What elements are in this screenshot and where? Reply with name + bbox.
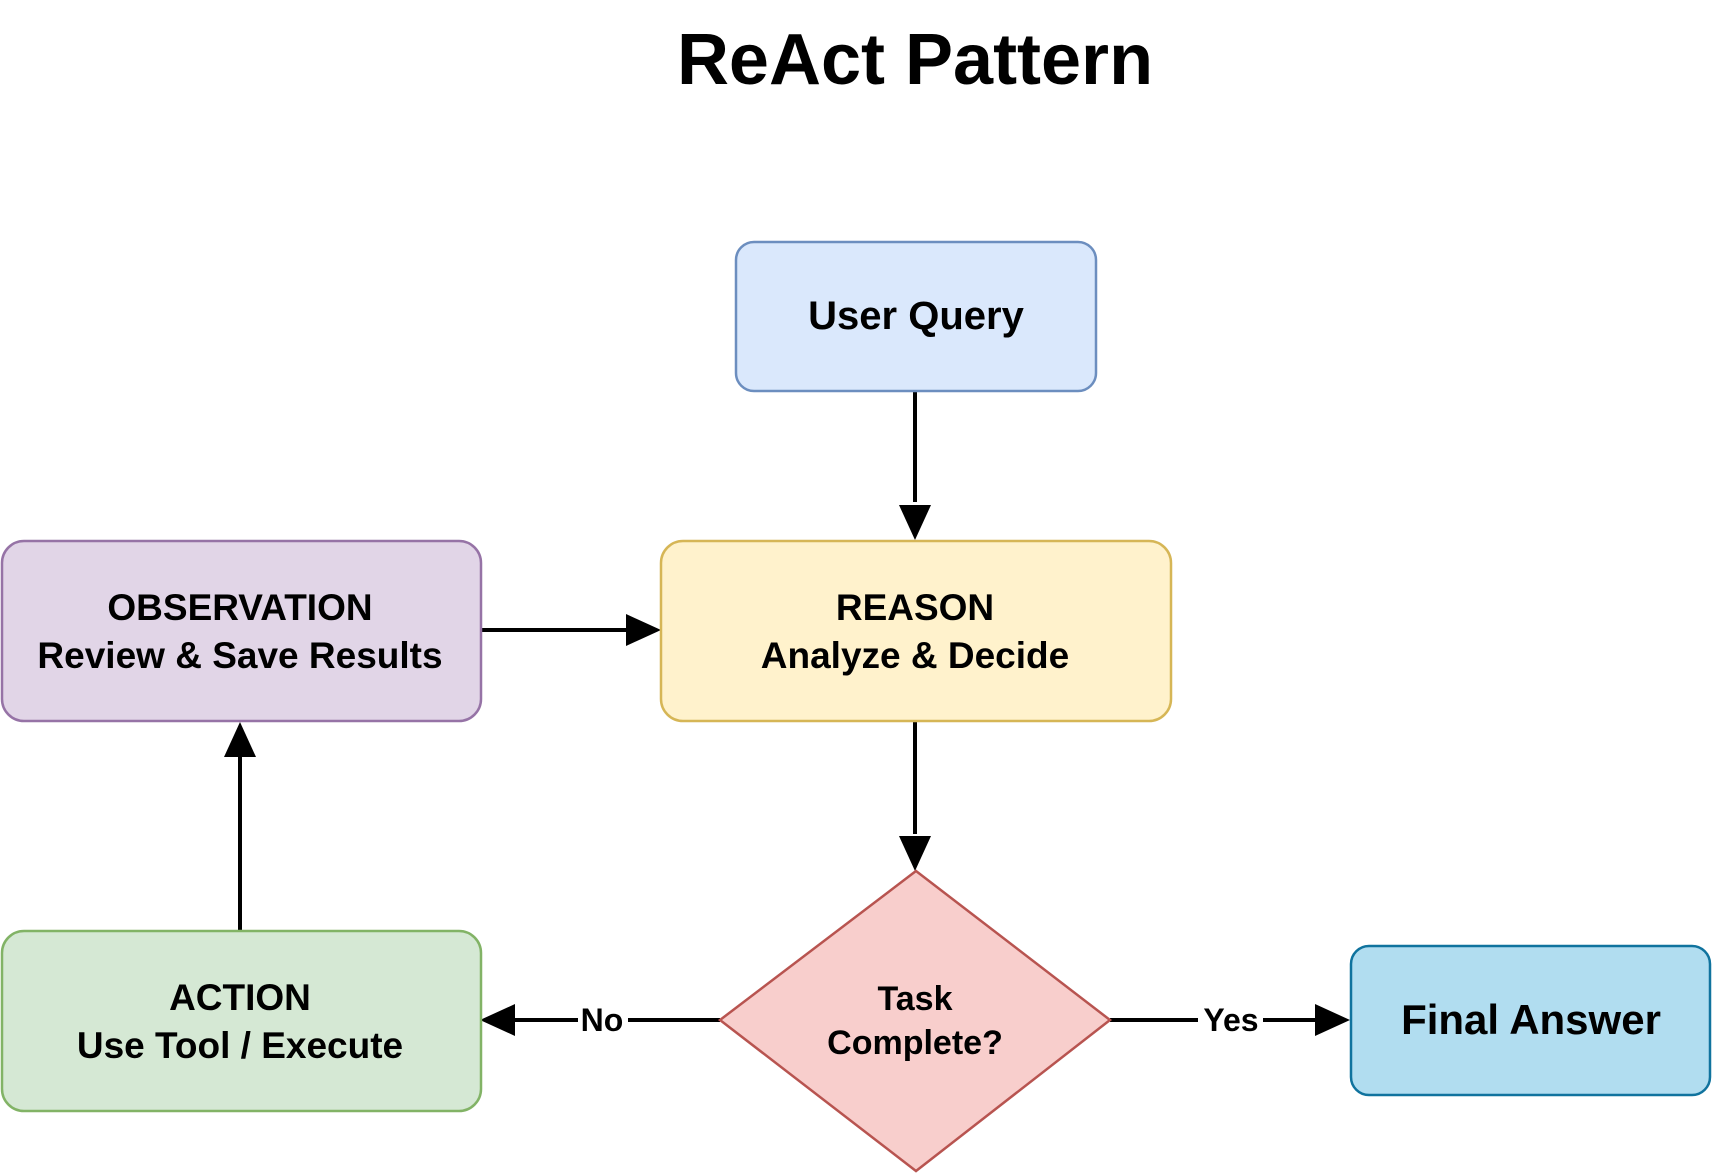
- node-reason: REASON Analyze & Decide: [659, 539, 1173, 723]
- node-observation: OBSERVATION Review & Save Results: [0, 539, 483, 723]
- decision-diamond: [717, 869, 1113, 1173]
- arrowhead-decision-to-final: [1315, 1004, 1350, 1036]
- observation-heading: OBSERVATION: [107, 587, 372, 628]
- reason-subtitle: Analyze & Decide: [761, 635, 1069, 676]
- arrowhead-reason-to-decision: [899, 836, 931, 871]
- final-answer-label: Final Answer: [1401, 996, 1661, 1043]
- action-box: [0, 929, 483, 1113]
- decision-line-2: Complete?: [827, 1024, 1003, 1062]
- edge-label-no: No: [581, 1002, 624, 1038]
- final-answer-box: [1349, 944, 1712, 1097]
- reason-box: [659, 539, 1173, 723]
- node-final-answer: Final Answer: [1349, 944, 1712, 1097]
- observation-box: [0, 539, 483, 723]
- node-action: ACTION Use Tool / Execute: [0, 929, 483, 1113]
- arrowhead-query-to-reason: [899, 505, 931, 540]
- decision-line-1: Task: [878, 980, 953, 1018]
- arrowhead-observation-to-reason: [626, 614, 661, 646]
- diagram-title: ReAct Pattern: [677, 20, 1153, 100]
- reason-heading: REASON: [836, 587, 994, 628]
- user-query-box: [734, 240, 1098, 393]
- user-query-label: User Query: [808, 294, 1024, 338]
- edges: No Yes: [224, 391, 1350, 1038]
- observation-subtitle: Review & Save Results: [37, 635, 442, 676]
- arrowhead-action-to-observation: [224, 722, 256, 757]
- node-decision: Task Complete?: [717, 869, 1113, 1173]
- edge-label-yes: Yes: [1203, 1002, 1258, 1038]
- action-heading: ACTION: [169, 977, 311, 1018]
- action-subtitle: Use Tool / Execute: [77, 1025, 403, 1066]
- arrowhead-decision-to-action: [480, 1004, 515, 1036]
- node-user-query: User Query: [734, 240, 1098, 393]
